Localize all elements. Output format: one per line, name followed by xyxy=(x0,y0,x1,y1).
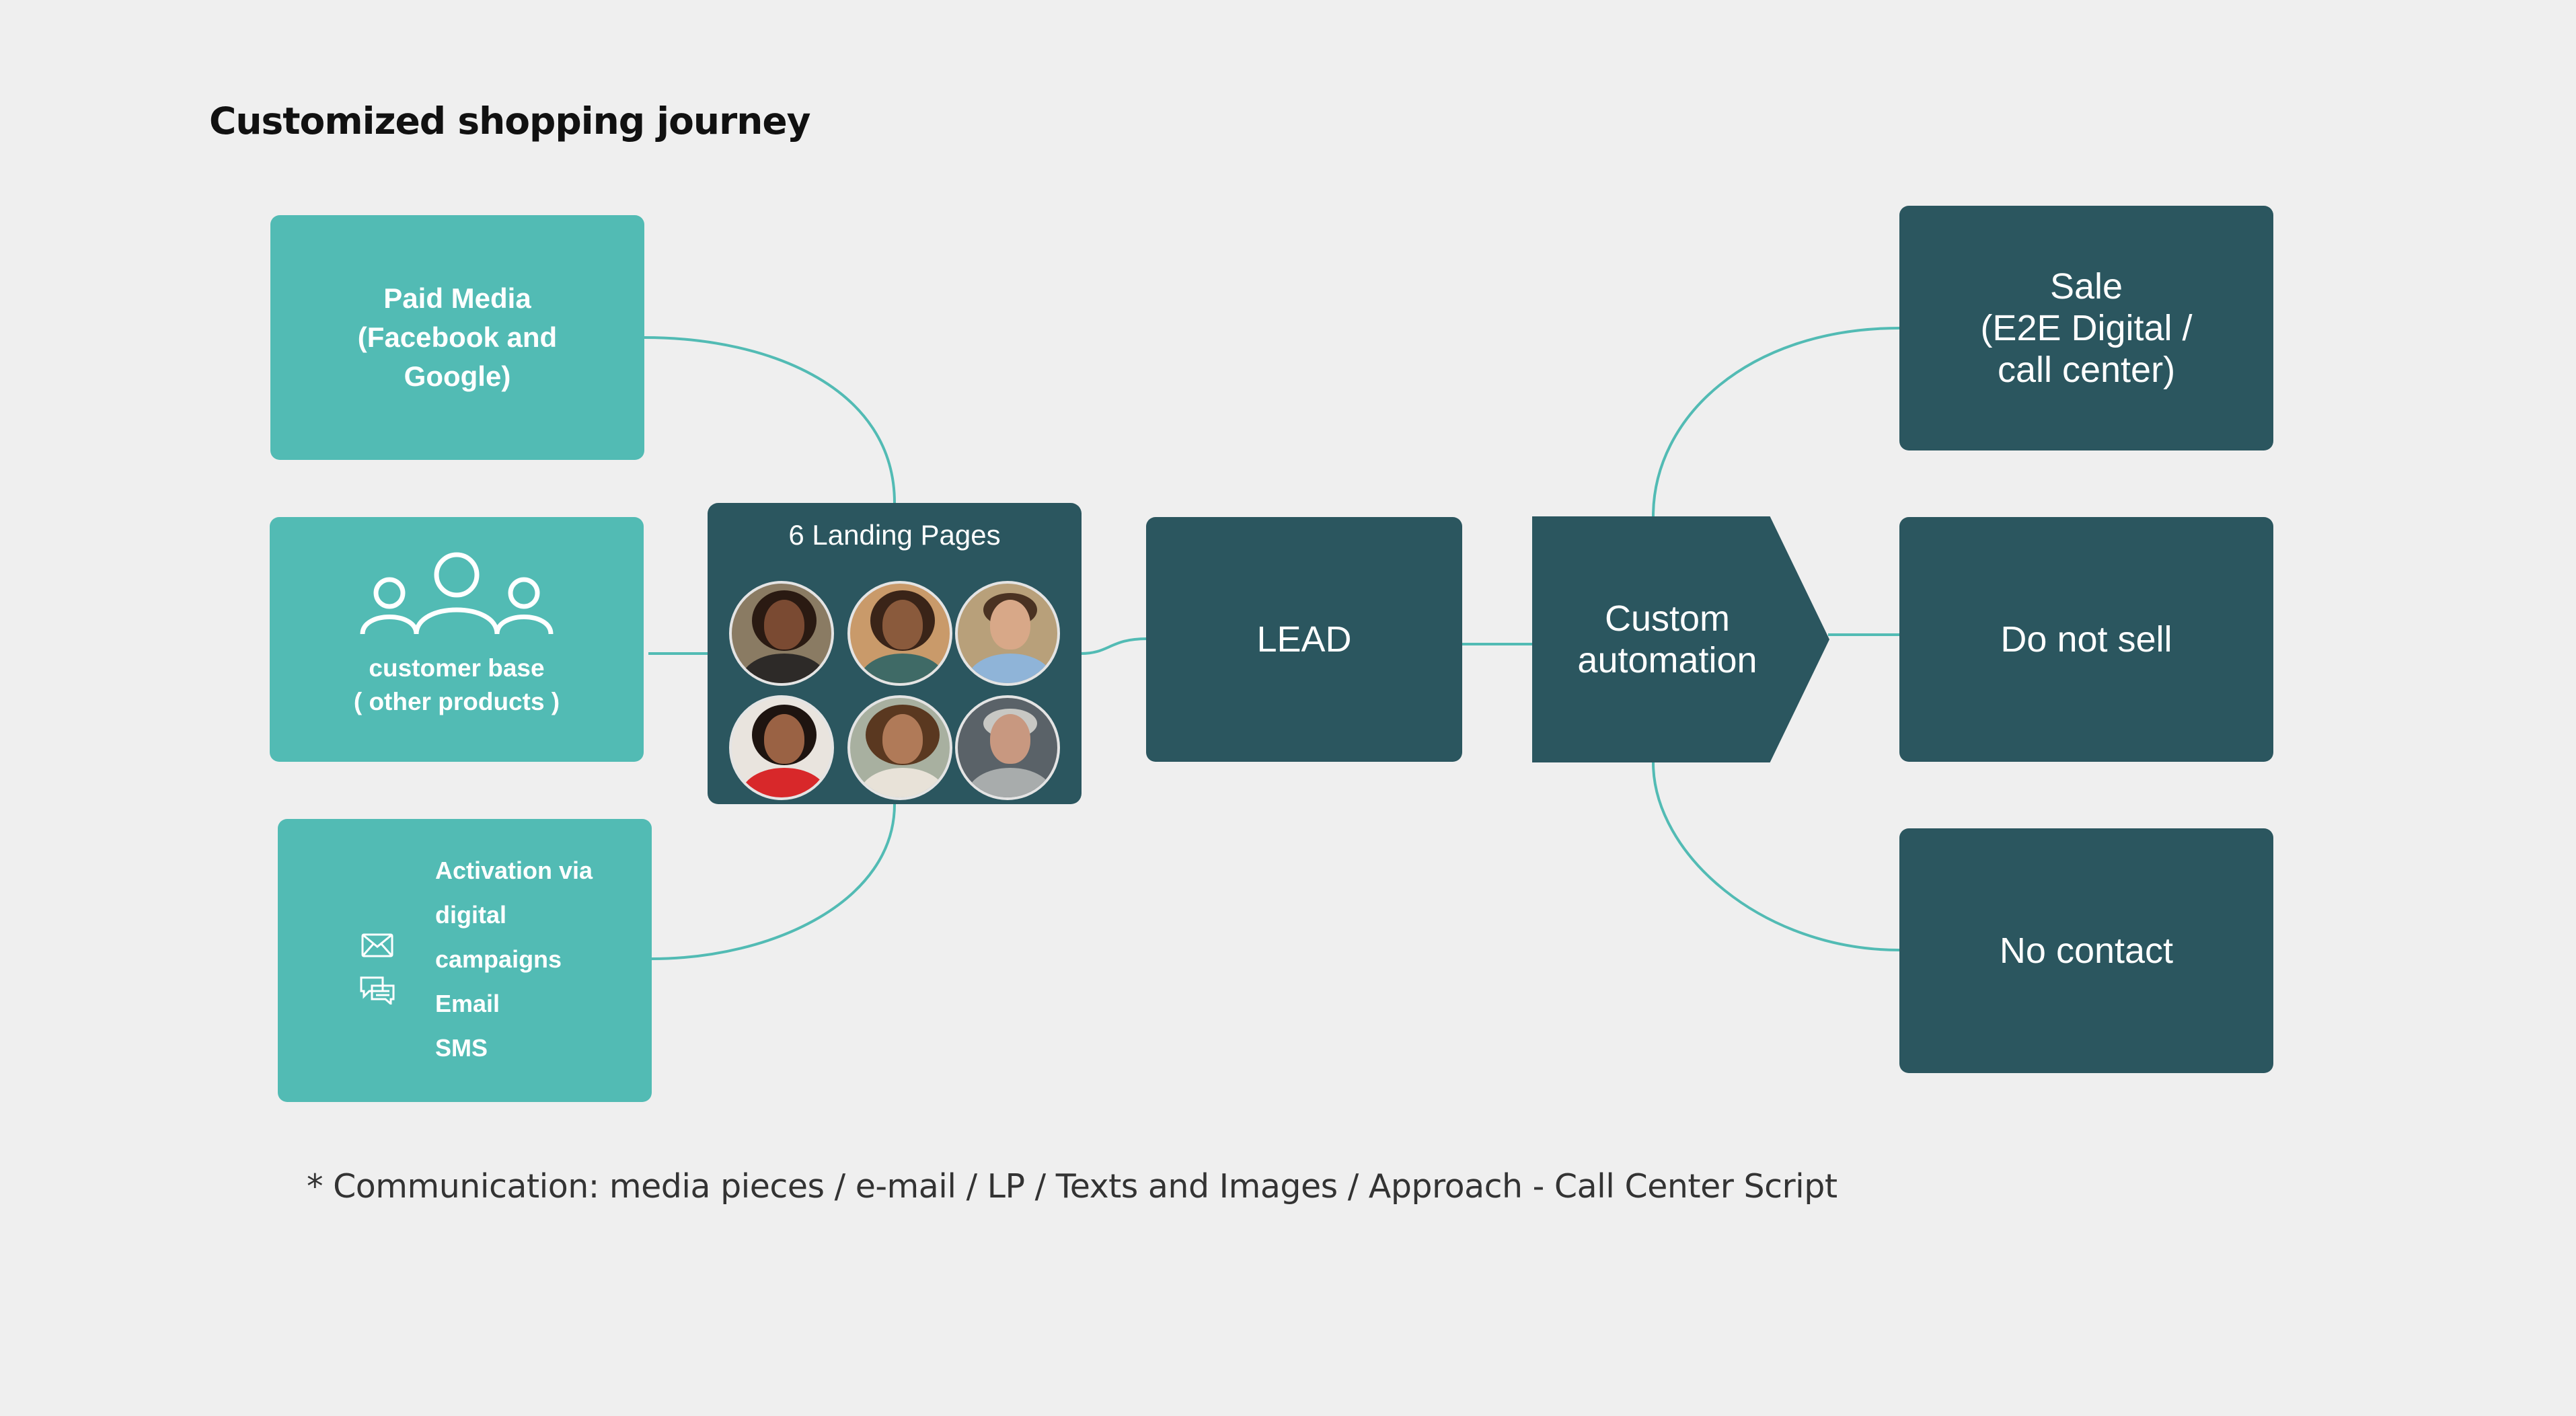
sale-box: Sale (E2E Digital / call center) xyxy=(1899,206,2273,450)
custom-automation-label: Custom automation xyxy=(1577,598,1757,680)
customer-base-label: customer base ( other products ) xyxy=(353,654,560,715)
paid-media-label: Paid Media (Facebook and Google) xyxy=(357,282,558,392)
do-not-sell-box: Do not sell xyxy=(1899,517,2273,762)
connector-paid-media xyxy=(644,336,896,504)
sale-label: Sale (E2E Digital / call center) xyxy=(1980,266,2193,390)
landing-pages-box: 6 Landing Pages xyxy=(708,503,1082,804)
envelope-icon xyxy=(361,933,393,957)
avatar-woman-4 xyxy=(847,695,952,800)
landing-pages-title: 6 Landing Pages xyxy=(788,519,1001,551)
activation-label: Activation via digital campaigns Email S… xyxy=(435,857,593,1062)
avatar-man-2 xyxy=(955,695,1060,800)
connector-landing-lead xyxy=(1080,637,1147,655)
connector-activation xyxy=(651,803,896,960)
do-not-sell-label: Do not sell xyxy=(2000,619,2172,660)
no-contact-label: No contact xyxy=(1999,931,2174,971)
page-title: Customized shopping journey xyxy=(209,100,810,143)
avatar-man-1 xyxy=(955,581,1060,686)
footnote: * Communication: media pieces / e-mail /… xyxy=(307,1167,1838,1206)
connector-automation-nocontact xyxy=(1652,762,1900,951)
custom-automation-chevron: Custom automation xyxy=(1532,516,1829,762)
lead-box: LEAD xyxy=(1146,517,1462,762)
connector-automation-sale xyxy=(1652,327,1900,517)
people-group-icon xyxy=(360,552,554,635)
lead-label: LEAD xyxy=(1256,619,1352,660)
activation-box: Activation via digital campaigns Email S… xyxy=(278,819,652,1102)
customer-base-box: customer base ( other products ) xyxy=(270,517,644,762)
chat-bubbles-icon xyxy=(360,976,395,1005)
no-contact-box: No contact xyxy=(1899,828,2273,1073)
avatar-woman-1 xyxy=(729,581,834,686)
avatar-woman-2 xyxy=(847,581,952,686)
avatar-woman-3 xyxy=(729,695,834,800)
paid-media-box: Paid Media (Facebook and Google) xyxy=(270,215,644,460)
